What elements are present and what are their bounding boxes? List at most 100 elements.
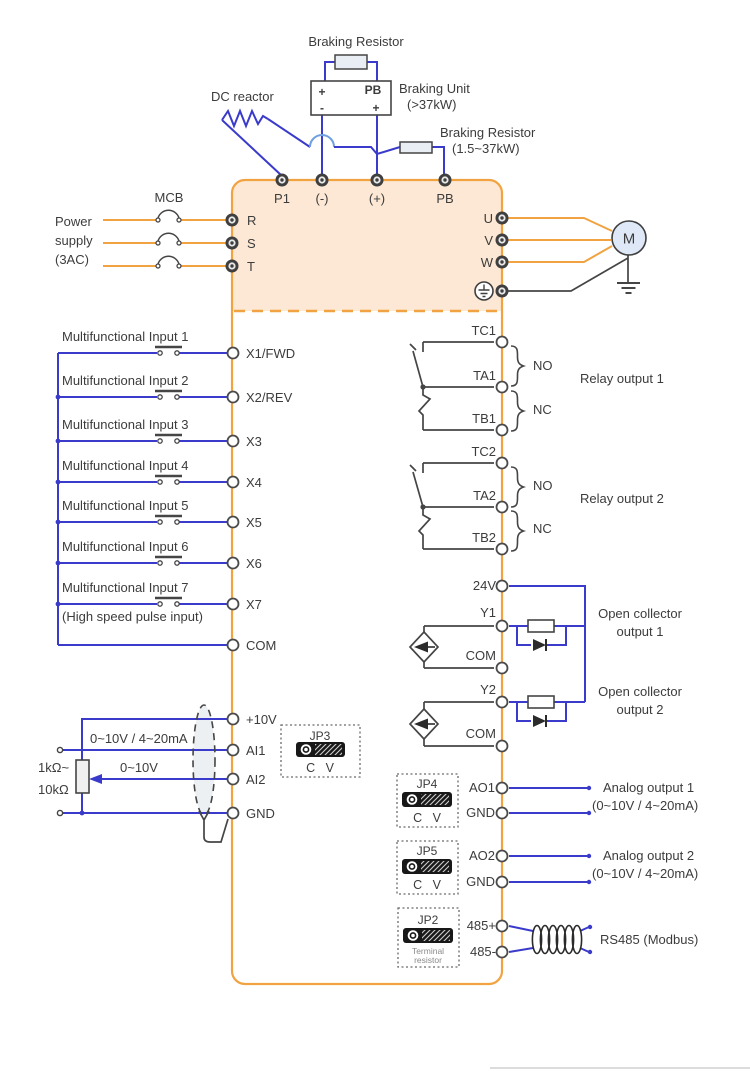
braking-unit-label-1: Braking Unit (399, 81, 470, 96)
rs485-section: JP2 Terminal resistor 485+ 485- RS485 (M… (397, 907, 698, 968)
label-ai1: AI1 (246, 743, 266, 758)
motor-output: M U V W (474, 211, 647, 301)
label-tc1: TC1 (471, 323, 496, 338)
label-ta1: TA1 (473, 368, 496, 383)
terminal-y1 (495, 619, 509, 633)
jp4-jumper: JP4 C V (396, 773, 459, 828)
label-analog-output-1: Analog output 1 (603, 780, 694, 795)
label-y1: Y1 (480, 605, 496, 620)
label-x3: X3 (246, 434, 262, 449)
label-nc-2: NC (533, 521, 552, 536)
label-input-5: Multifunctional Input 5 (62, 498, 188, 513)
drive-box (230, 178, 504, 986)
pe-terminal-icon (474, 281, 494, 301)
terminal-plus (370, 173, 384, 187)
label-y2: Y2 (480, 682, 496, 697)
braking-unit-pin-plus-top: + (318, 85, 325, 99)
terminal-485-minus (495, 945, 509, 959)
current-source-1-icon (408, 630, 440, 664)
earth-ground-icon (617, 282, 640, 294)
label-no-1: NO (533, 358, 553, 373)
braking-resistor-2-label-1: Braking Resistor (440, 125, 536, 140)
input-switch-icons (155, 345, 182, 607)
label-pb-terminal: PB (436, 191, 453, 206)
jp5-title: JP5 (417, 844, 438, 858)
label-com: COM (246, 638, 276, 653)
terminal-r (225, 213, 239, 227)
wiper-arrow-icon (89, 774, 102, 784)
label-relay-output-1: Relay output 1 (580, 371, 664, 386)
label-input-1: Multifunctional Input 1 (62, 329, 188, 344)
open-collector-outputs: 24V Y1 COM Y2 COM Open collector output … (408, 578, 683, 753)
shield-icon (192, 704, 216, 816)
label-oc2-line2: output 2 (617, 702, 664, 717)
terminal-24v (495, 579, 509, 593)
bus-junctions (55, 394, 61, 607)
label-485-minus: 485- (470, 944, 496, 959)
label-analog-output-1-range: (0~10V / 4~20mA) (592, 798, 698, 813)
label-input-3: Multifunctional Input 3 (62, 417, 188, 432)
label-minus: (-) (316, 191, 329, 206)
terminal-y2 (495, 695, 509, 709)
label-tb2: TB2 (472, 530, 496, 545)
label-s: S (247, 236, 256, 251)
label-oc1-line1: Open collector (598, 606, 682, 621)
jp2-jumper: JP2 Terminal resistor (397, 907, 460, 968)
terminal-x2 (226, 390, 240, 404)
terminal-com-oc1 (495, 661, 509, 675)
terminal-ta1 (495, 380, 509, 394)
label-ao1: AO1 (469, 780, 495, 795)
terminal-x7 (226, 597, 240, 611)
braking-unit-pin-plus-bottom: + (372, 101, 379, 115)
label-x2: X2/REV (246, 390, 293, 405)
brace-nc-1 (510, 390, 525, 432)
terminal-t (225, 259, 239, 273)
braking-resistor-top-symbol (334, 54, 368, 70)
external-point-gnd (56, 809, 64, 817)
label-gnd-ao1: GND (466, 805, 495, 820)
diode-1-icon (533, 639, 547, 651)
label-24v: 24V (473, 578, 496, 593)
jp3-pins-label: C V (306, 761, 335, 775)
label-x5: X5 (246, 515, 262, 530)
label-485-plus: 485+ (467, 918, 496, 933)
label-w: W (481, 255, 494, 270)
label-power-2: supply (55, 233, 93, 248)
terminal-x1 (226, 346, 240, 360)
jp4-title: JP4 (417, 777, 438, 791)
label-input-2: Multifunctional Input 2 (62, 373, 188, 388)
jp3-jumper: JP3 C V (280, 724, 361, 778)
label-analog-output-2: Analog output 2 (603, 848, 694, 863)
analog-outputs: JP4 C V AO1 GND Analog output 1 (0~10V /… (396, 773, 698, 895)
brace-nc-2 (510, 510, 525, 552)
wire-hop-arc (309, 134, 335, 148)
label-ai1-range: 0~10V / 4~20mA (90, 731, 188, 746)
label-x7: X7 (246, 597, 262, 612)
digital-inputs: X1/FWD X2/REV X3 X4 X5 X6 X7 COM Multifu… (55, 329, 295, 653)
label-no-2: NO (533, 478, 553, 493)
label-power-1: Power (55, 214, 93, 229)
terminal-tc2 (495, 456, 509, 470)
label-input-6: Multifunctional Input 6 (62, 539, 188, 554)
terminal-gnd-ai (226, 806, 240, 820)
relay-output-1: TC1 TA1 TB1 NO NC Relay output 1 (409, 323, 664, 437)
current-source-2-icon (408, 707, 440, 741)
shield-fill (193, 705, 215, 815)
power-input: R S T MCB Power supply (3AC) (55, 190, 256, 274)
brace-no-2 (510, 466, 525, 508)
label-com-oc1: COM (466, 648, 496, 663)
jp3-title: JP3 (310, 729, 331, 743)
shield-drain-wire (198, 810, 229, 843)
braking-unit-pin-pb: PB (365, 83, 382, 97)
label-pot-1: 1kΩ~ (38, 760, 69, 775)
braking-unit-label-2: (>37kW) (407, 97, 456, 112)
braking-unit-box (310, 80, 392, 116)
label-input-7: Multifunctional Input 7 (62, 580, 188, 595)
terminal-pb (438, 173, 452, 187)
label-motor: M (623, 231, 636, 248)
terminal-x5 (226, 515, 240, 529)
jp2-note-1: Terminal (412, 946, 444, 956)
jp5-pins-label: C V (413, 878, 442, 892)
